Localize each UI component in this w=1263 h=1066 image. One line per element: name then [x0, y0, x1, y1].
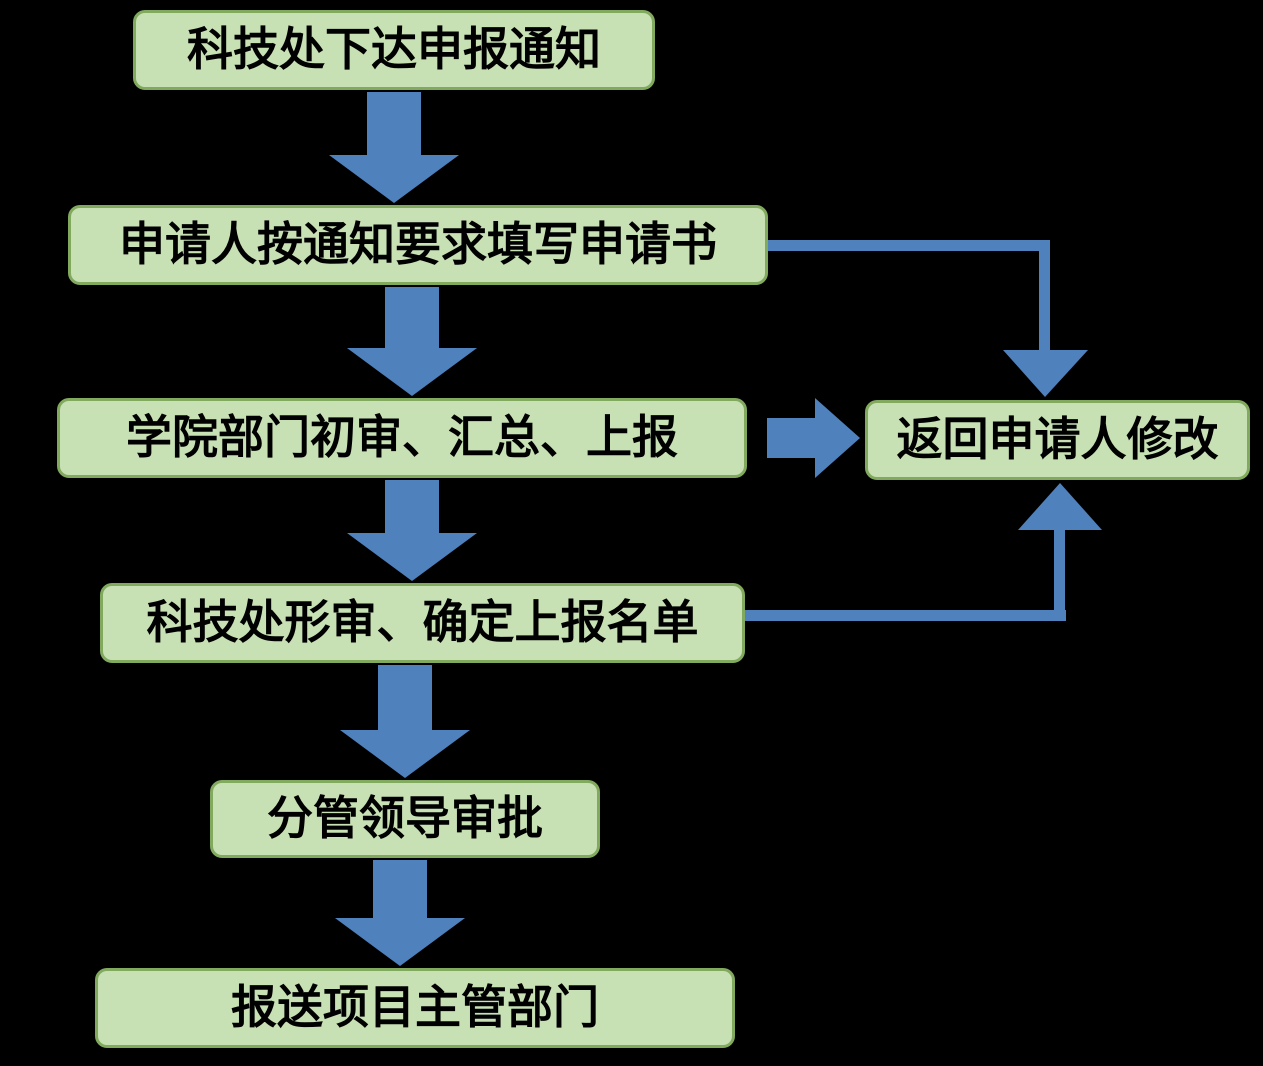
node-college-review: 学院部门初审、汇总、上报: [57, 398, 747, 478]
node-submit-label: 报送项目主管部门: [231, 982, 599, 1033]
node-return-revise: 返回申请人修改: [865, 400, 1250, 480]
node-tech-review-label: 科技处形审、确定上报名单: [146, 597, 699, 648]
down-arrow-notice-to-apply: [329, 92, 459, 203]
elbow-arrow-tech-review-to-return-revise: [745, 483, 1102, 621]
node-leader-approval-label: 分管领导审批: [267, 793, 543, 844]
down-arrow-leader-approval-to-submit: [335, 860, 465, 966]
node-apply-label: 申请人按通知要求填写申请书: [119, 219, 717, 270]
node-college-review-label: 学院部门初审、汇总、上报: [126, 412, 678, 463]
node-leader-approval: 分管领导审批: [210, 780, 600, 858]
down-arrow-college-review-to-tech-review: [347, 480, 477, 581]
down-arrow-apply-to-college-review: [347, 287, 477, 396]
node-tech-review: 科技处形审、确定上报名单: [100, 583, 745, 663]
node-return-revise-label: 返回申请人修改: [896, 414, 1219, 465]
node-notice-label: 科技处下达申报通知: [187, 24, 601, 75]
node-apply: 申请人按通知要求填写申请书: [68, 205, 768, 285]
node-submit: 报送项目主管部门: [95, 968, 735, 1048]
elbow-arrow-apply-to-return-revise: [768, 240, 1088, 397]
down-arrow-tech-review-to-leader-approval: [340, 665, 470, 778]
right-arrow-college-review-to-return-revise: [767, 398, 860, 478]
node-notice: 科技处下达申报通知: [133, 10, 655, 90]
